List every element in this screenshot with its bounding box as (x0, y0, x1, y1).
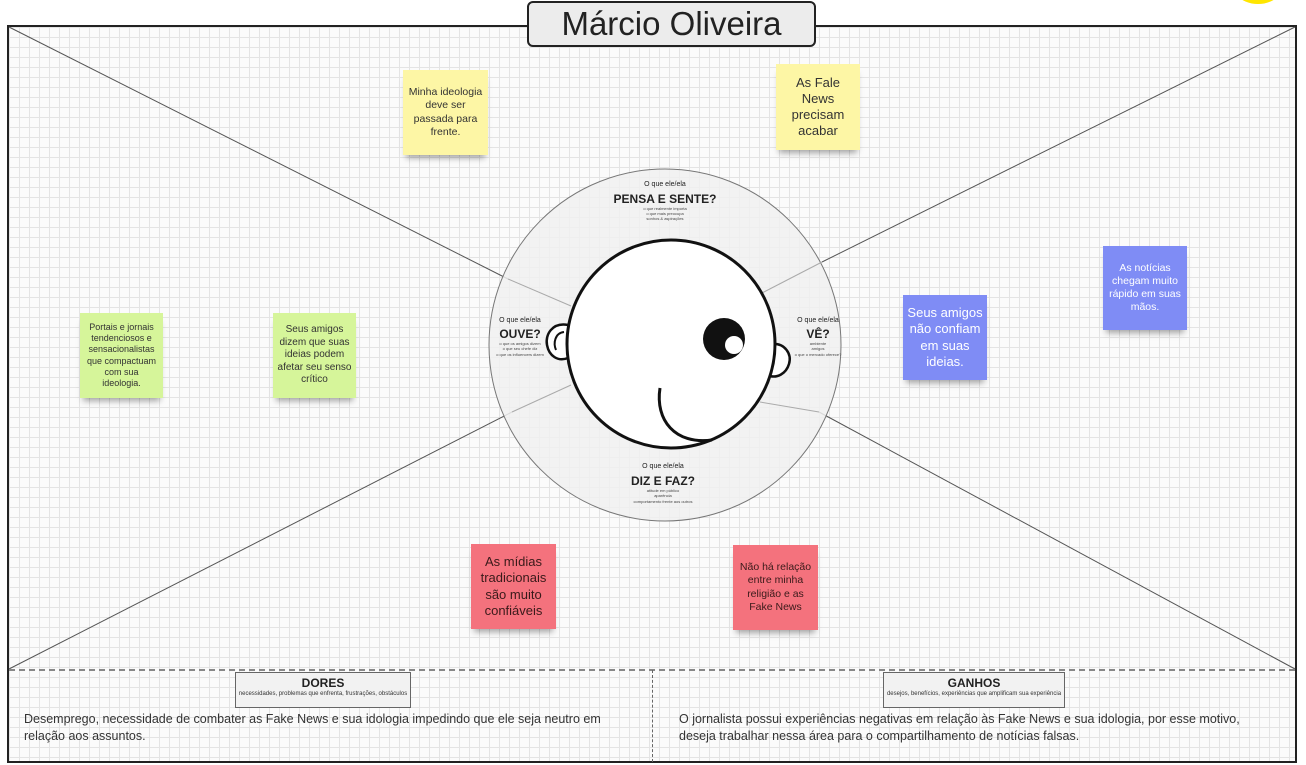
say-prefix: O que ele/ela (642, 463, 684, 470)
gains-text[interactable]: O jornalista possui experiências negativ… (679, 712, 1240, 743)
hear-label: OUVE? (499, 327, 540, 341)
see-label: VÊ? (806, 326, 829, 341)
say-hint-1: atitude em público (647, 488, 680, 493)
think-hint-1: o que realmente importa (643, 206, 687, 211)
say-hint-2: aparência (654, 493, 672, 498)
face-profile-icon (545, 238, 791, 450)
say-label: DIZ E FAZ? (631, 474, 695, 488)
see-hint-2: amigos (812, 346, 825, 351)
sticky-note-see-2[interactable]: As notícias chegam muito rápido em suas … (1103, 246, 1187, 330)
hear-hint-2: o que seu chefe diz (503, 346, 538, 351)
pains-header: DORES necessidades, problemas que enfren… (235, 672, 411, 708)
persona-title[interactable]: Márcio Oliveira (527, 1, 816, 47)
sticky-note-say-2[interactable]: Não há relação entre minha religião e as… (733, 545, 818, 630)
pains-title: DORES (301, 676, 345, 690)
say-hint-3: comportamento frente aos outros (634, 499, 693, 504)
think-hint-3: sonhos & aspirações (646, 216, 683, 221)
gains-header: GANHOS desejos, benefícios, experiências… (883, 672, 1065, 708)
hear-prefix: O que ele/ela (499, 317, 541, 324)
sticky-note-see-1[interactable]: Seus amigos não confiam em suas ideias. (903, 295, 987, 380)
column-divider (652, 670, 653, 762)
sticky-note-think-2[interactable]: As Fale News precisam acabar (776, 64, 860, 150)
sticky-note-hear-1[interactable]: Portais e jornais tendenciosos e sensaci… (80, 313, 163, 398)
see-hint-3: o que o mercado oferece? (795, 352, 842, 357)
pains-subtitle: necessidades, problemas que enfrenta, fr… (238, 691, 408, 697)
yellow-badge-icon (1242, 0, 1274, 4)
think-hint-2: o que mais preocupa (646, 211, 684, 216)
think-prefix: O que ele/ela (644, 181, 686, 188)
gains-title: GANHOS (947, 676, 1001, 690)
sticky-note-say-1[interactable]: As mídias tradicionais são muito confiáv… (471, 544, 556, 629)
sticky-note-think-1[interactable]: Minha ideologia deve ser passada para fr… (403, 70, 488, 155)
think-label: PENSA E SENTE? (614, 192, 717, 206)
see-hint-1: ambiente (810, 341, 827, 346)
hear-hint-1: o que os amigos dizem (499, 341, 541, 346)
gains-subtitle: desejos, benefícios, experiências que am… (886, 691, 1062, 697)
pains-text[interactable]: Desemprego, necessidade de combater as F… (24, 712, 601, 743)
see-prefix: O que ele/ela (797, 317, 839, 324)
sticky-note-hear-2[interactable]: Seus amigos dizem que suas ideias podem … (273, 313, 356, 398)
hear-hint-3: o que os influencers dizem (496, 352, 544, 357)
